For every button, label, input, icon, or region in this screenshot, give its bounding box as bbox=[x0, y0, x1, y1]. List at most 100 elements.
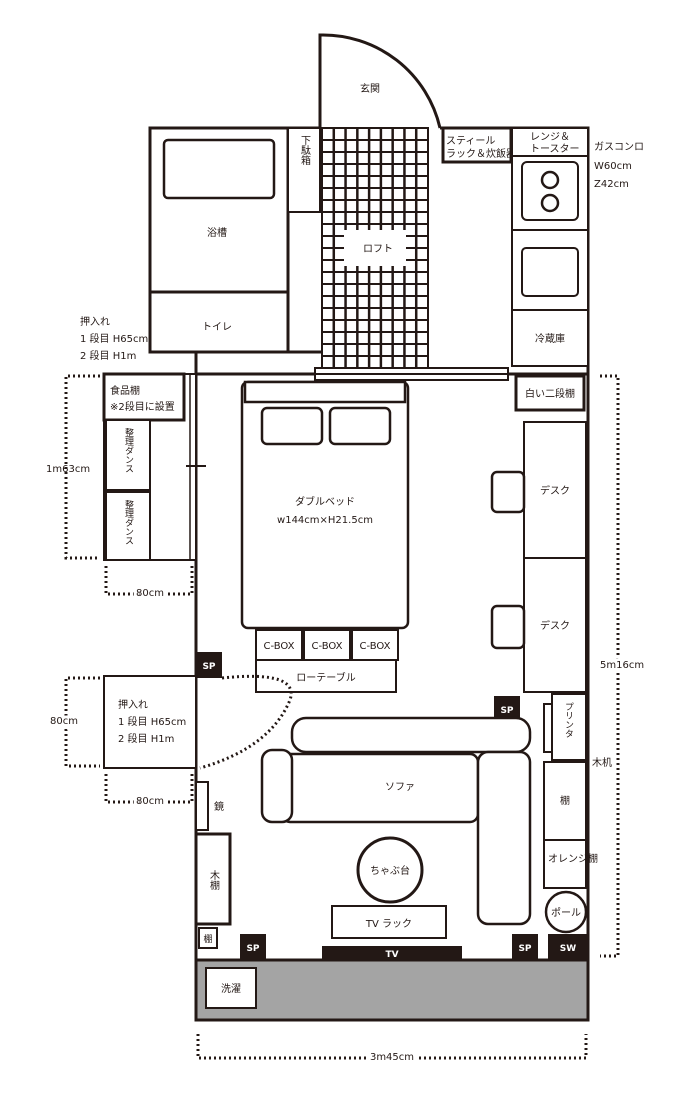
pillow-left bbox=[260, 406, 324, 446]
closet-top: 食品棚 ※2段目に設置 整理ダンス 整理ダンス bbox=[102, 372, 206, 561]
dim-80-b-label: 80cm bbox=[50, 716, 78, 727]
desk-2-label: デスク bbox=[540, 619, 570, 632]
bathtub bbox=[162, 138, 276, 200]
food-shelf-note: ※2段目に設置 bbox=[110, 400, 175, 413]
c-box-3-label: C-BOX bbox=[359, 641, 390, 652]
printer-label: プリンタ bbox=[563, 702, 574, 738]
steel-rack-label-2: ラック＆炊飯器 bbox=[446, 147, 516, 160]
dim-5m16-label: 5m16cm bbox=[600, 660, 644, 671]
bathtub-label: 浴槽 bbox=[207, 226, 227, 239]
pole bbox=[544, 890, 588, 934]
low-table-label: ローテーブル bbox=[296, 671, 355, 684]
fridge-label: 冷蔵庫 bbox=[535, 332, 565, 345]
closet-bottom-label: 押入れ bbox=[118, 698, 148, 711]
white-shelf: 白い二段棚 bbox=[514, 374, 586, 412]
desk-2-chair bbox=[490, 604, 526, 650]
desks: デスク デスク bbox=[490, 421, 587, 693]
loft-label: ロフト bbox=[363, 244, 393, 255]
wood-desk-label: 木机 bbox=[592, 756, 612, 769]
burner-bottom bbox=[540, 193, 560, 213]
balcony: 洗濯 bbox=[194, 958, 590, 1022]
gas-stove-width: W60cm bbox=[594, 161, 632, 172]
orange-shelf bbox=[543, 839, 587, 889]
mirror: 鏡 bbox=[195, 781, 224, 831]
loft-ladder-grid bbox=[321, 127, 429, 369]
food-shelf-label: 食品棚 bbox=[110, 384, 140, 397]
speaker-4 bbox=[512, 934, 538, 960]
dim-80-c-line bbox=[104, 774, 194, 804]
sofa-seat bbox=[280, 752, 480, 824]
dim-3m45-label: 3m45cm bbox=[370, 1052, 414, 1063]
dresser-2 bbox=[105, 491, 151, 561]
kitchen: レンジ＆ トースター 冷蔵庫 bbox=[511, 127, 589, 367]
dim-80-c-label: 80cm bbox=[136, 796, 164, 807]
dresser-1 bbox=[105, 419, 151, 491]
switch-label: SW bbox=[560, 944, 576, 954]
dim-1m63-label: 1m63cm bbox=[46, 464, 90, 475]
right-shelves: 棚 オレンジ棚 ポール bbox=[543, 761, 598, 934]
speaker-1 bbox=[196, 652, 222, 678]
dim-1m63-line bbox=[64, 374, 100, 560]
white-shelf-label: 白い二段棚 bbox=[525, 387, 575, 400]
wood-shelf: 木棚 棚 bbox=[194, 832, 232, 949]
switch: SW bbox=[548, 934, 588, 960]
fridge-box bbox=[511, 309, 589, 367]
closet-top-row2: 2 段目 H1m bbox=[80, 349, 136, 362]
closet-bottom-row1: 1 段目 H65cm bbox=[118, 715, 186, 728]
steel-rack-label: スティール bbox=[446, 136, 495, 147]
sofa-chaise bbox=[476, 750, 532, 926]
dim-80-a-line bbox=[104, 566, 194, 596]
tv-rack: TV ラック bbox=[331, 905, 447, 939]
c-box-3 bbox=[351, 629, 399, 661]
dim-5m16-line bbox=[600, 374, 620, 958]
tv-label: TV bbox=[385, 950, 398, 960]
wood-shelf-label: 木棚 bbox=[208, 870, 220, 891]
speaker-3-label: SP bbox=[246, 944, 259, 954]
tv: TV bbox=[322, 946, 462, 960]
low-table: ローテーブル bbox=[255, 659, 397, 693]
range-label-2: トースター bbox=[530, 143, 580, 155]
sofa-back bbox=[290, 716, 532, 754]
entrance: 玄関 bbox=[318, 33, 442, 129]
desk-1-chair bbox=[490, 470, 526, 514]
speaker-1-label: SP bbox=[202, 662, 215, 672]
entrance-door-swing bbox=[318, 33, 442, 129]
desk-1-label: デスク bbox=[540, 484, 570, 497]
closet-top-row1: 1 段目 H65cm bbox=[80, 332, 148, 345]
c-box-2 bbox=[303, 629, 351, 661]
printer-tray bbox=[543, 703, 553, 753]
orange-shelf-label: オレンジ棚 bbox=[548, 852, 598, 865]
dresser-2-label: 整理ダンス bbox=[123, 499, 134, 545]
pillow-right bbox=[328, 406, 392, 446]
gas-stove-label: ガスコンロ bbox=[594, 141, 644, 153]
c-box-1-label: C-BOX bbox=[263, 641, 294, 652]
entrance-label: 玄関 bbox=[360, 82, 380, 95]
shoe-box-label: 下駄箱 bbox=[299, 135, 311, 166]
mirror-label: 鏡 bbox=[214, 800, 224, 813]
gas-stove-top bbox=[521, 161, 579, 221]
c-box-2-label: C-BOX bbox=[311, 641, 342, 652]
sofa: ソファ bbox=[260, 716, 532, 926]
small-shelf bbox=[198, 927, 218, 949]
sofa-label: ソファ bbox=[385, 782, 415, 793]
small-shelf-label: 棚 bbox=[203, 933, 212, 945]
dim-80-a-label: 80cm bbox=[136, 588, 164, 599]
burner-top bbox=[540, 170, 560, 190]
range-label: レンジ＆ bbox=[530, 132, 570, 143]
dim-3m45-line bbox=[196, 1034, 588, 1060]
bathroom: 浴槽 トイレ bbox=[162, 138, 276, 333]
shoe-box: 下駄箱 bbox=[287, 127, 321, 213]
bed-size-label: w144cm×H21.5cm bbox=[277, 515, 373, 526]
chabudai-label: ちゃぶ台 bbox=[370, 864, 410, 877]
sofa-arm-left bbox=[260, 748, 294, 824]
loft: ロフト bbox=[344, 230, 406, 266]
shelf bbox=[543, 761, 587, 841]
bed-headboard bbox=[243, 380, 407, 404]
c-box-1 bbox=[255, 629, 303, 661]
chabudai: ちゃぶ台 bbox=[356, 836, 424, 904]
speaker-4-label: SP bbox=[518, 944, 531, 954]
speaker-3 bbox=[240, 934, 266, 960]
dresser-1-label: 整理ダンス bbox=[123, 427, 134, 473]
sink bbox=[521, 247, 579, 297]
